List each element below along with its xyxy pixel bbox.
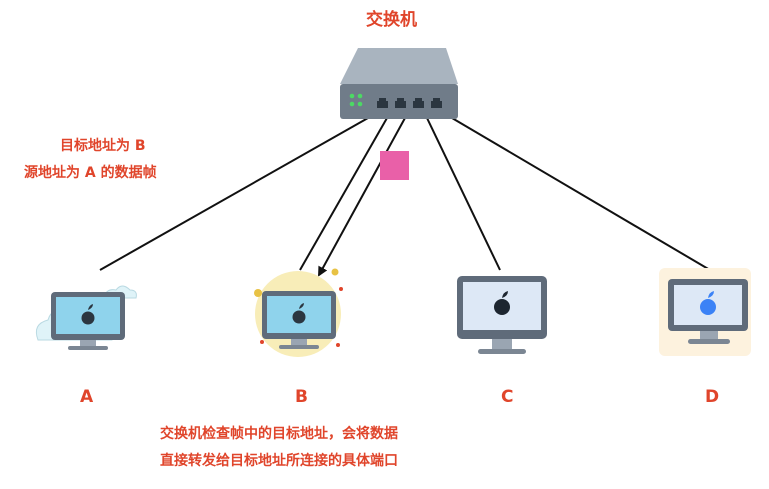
computer-c <box>457 276 547 354</box>
node-label-b: B <box>295 387 308 407</box>
switch-label: 交换机 <box>366 10 417 30</box>
caption-line2: 直接转发给目标地址所连接的具体端口 <box>160 453 398 469</box>
network-switch-icon <box>340 48 458 119</box>
data-frame-packet <box>380 151 409 180</box>
node-label-a: A <box>80 387 94 407</box>
caption-line1: 交换机检查帧中的目标地址，会将数据 <box>160 426 398 442</box>
computer-b <box>254 268 343 357</box>
node-label-c: C <box>501 387 514 407</box>
frame-description-line1: 目标地址为 B <box>60 138 146 154</box>
apple-logo-icon <box>494 291 510 315</box>
link-switch-to-d <box>451 117 711 271</box>
frame-description-line2: 源地址为 A 的数据帧 <box>24 165 157 181</box>
link-switch-to-a <box>99 117 369 271</box>
link-switch-to-c <box>426 117 501 271</box>
computer-a <box>35 285 137 350</box>
apple-logo-icon <box>81 304 95 325</box>
link-switch-to-b <box>299 117 388 271</box>
apple-logo-icon <box>700 291 716 315</box>
link-forward-arrow <box>318 117 406 277</box>
computer-d <box>659 268 751 356</box>
apple-logo-icon <box>292 303 306 324</box>
node-label-d: D <box>705 387 720 407</box>
